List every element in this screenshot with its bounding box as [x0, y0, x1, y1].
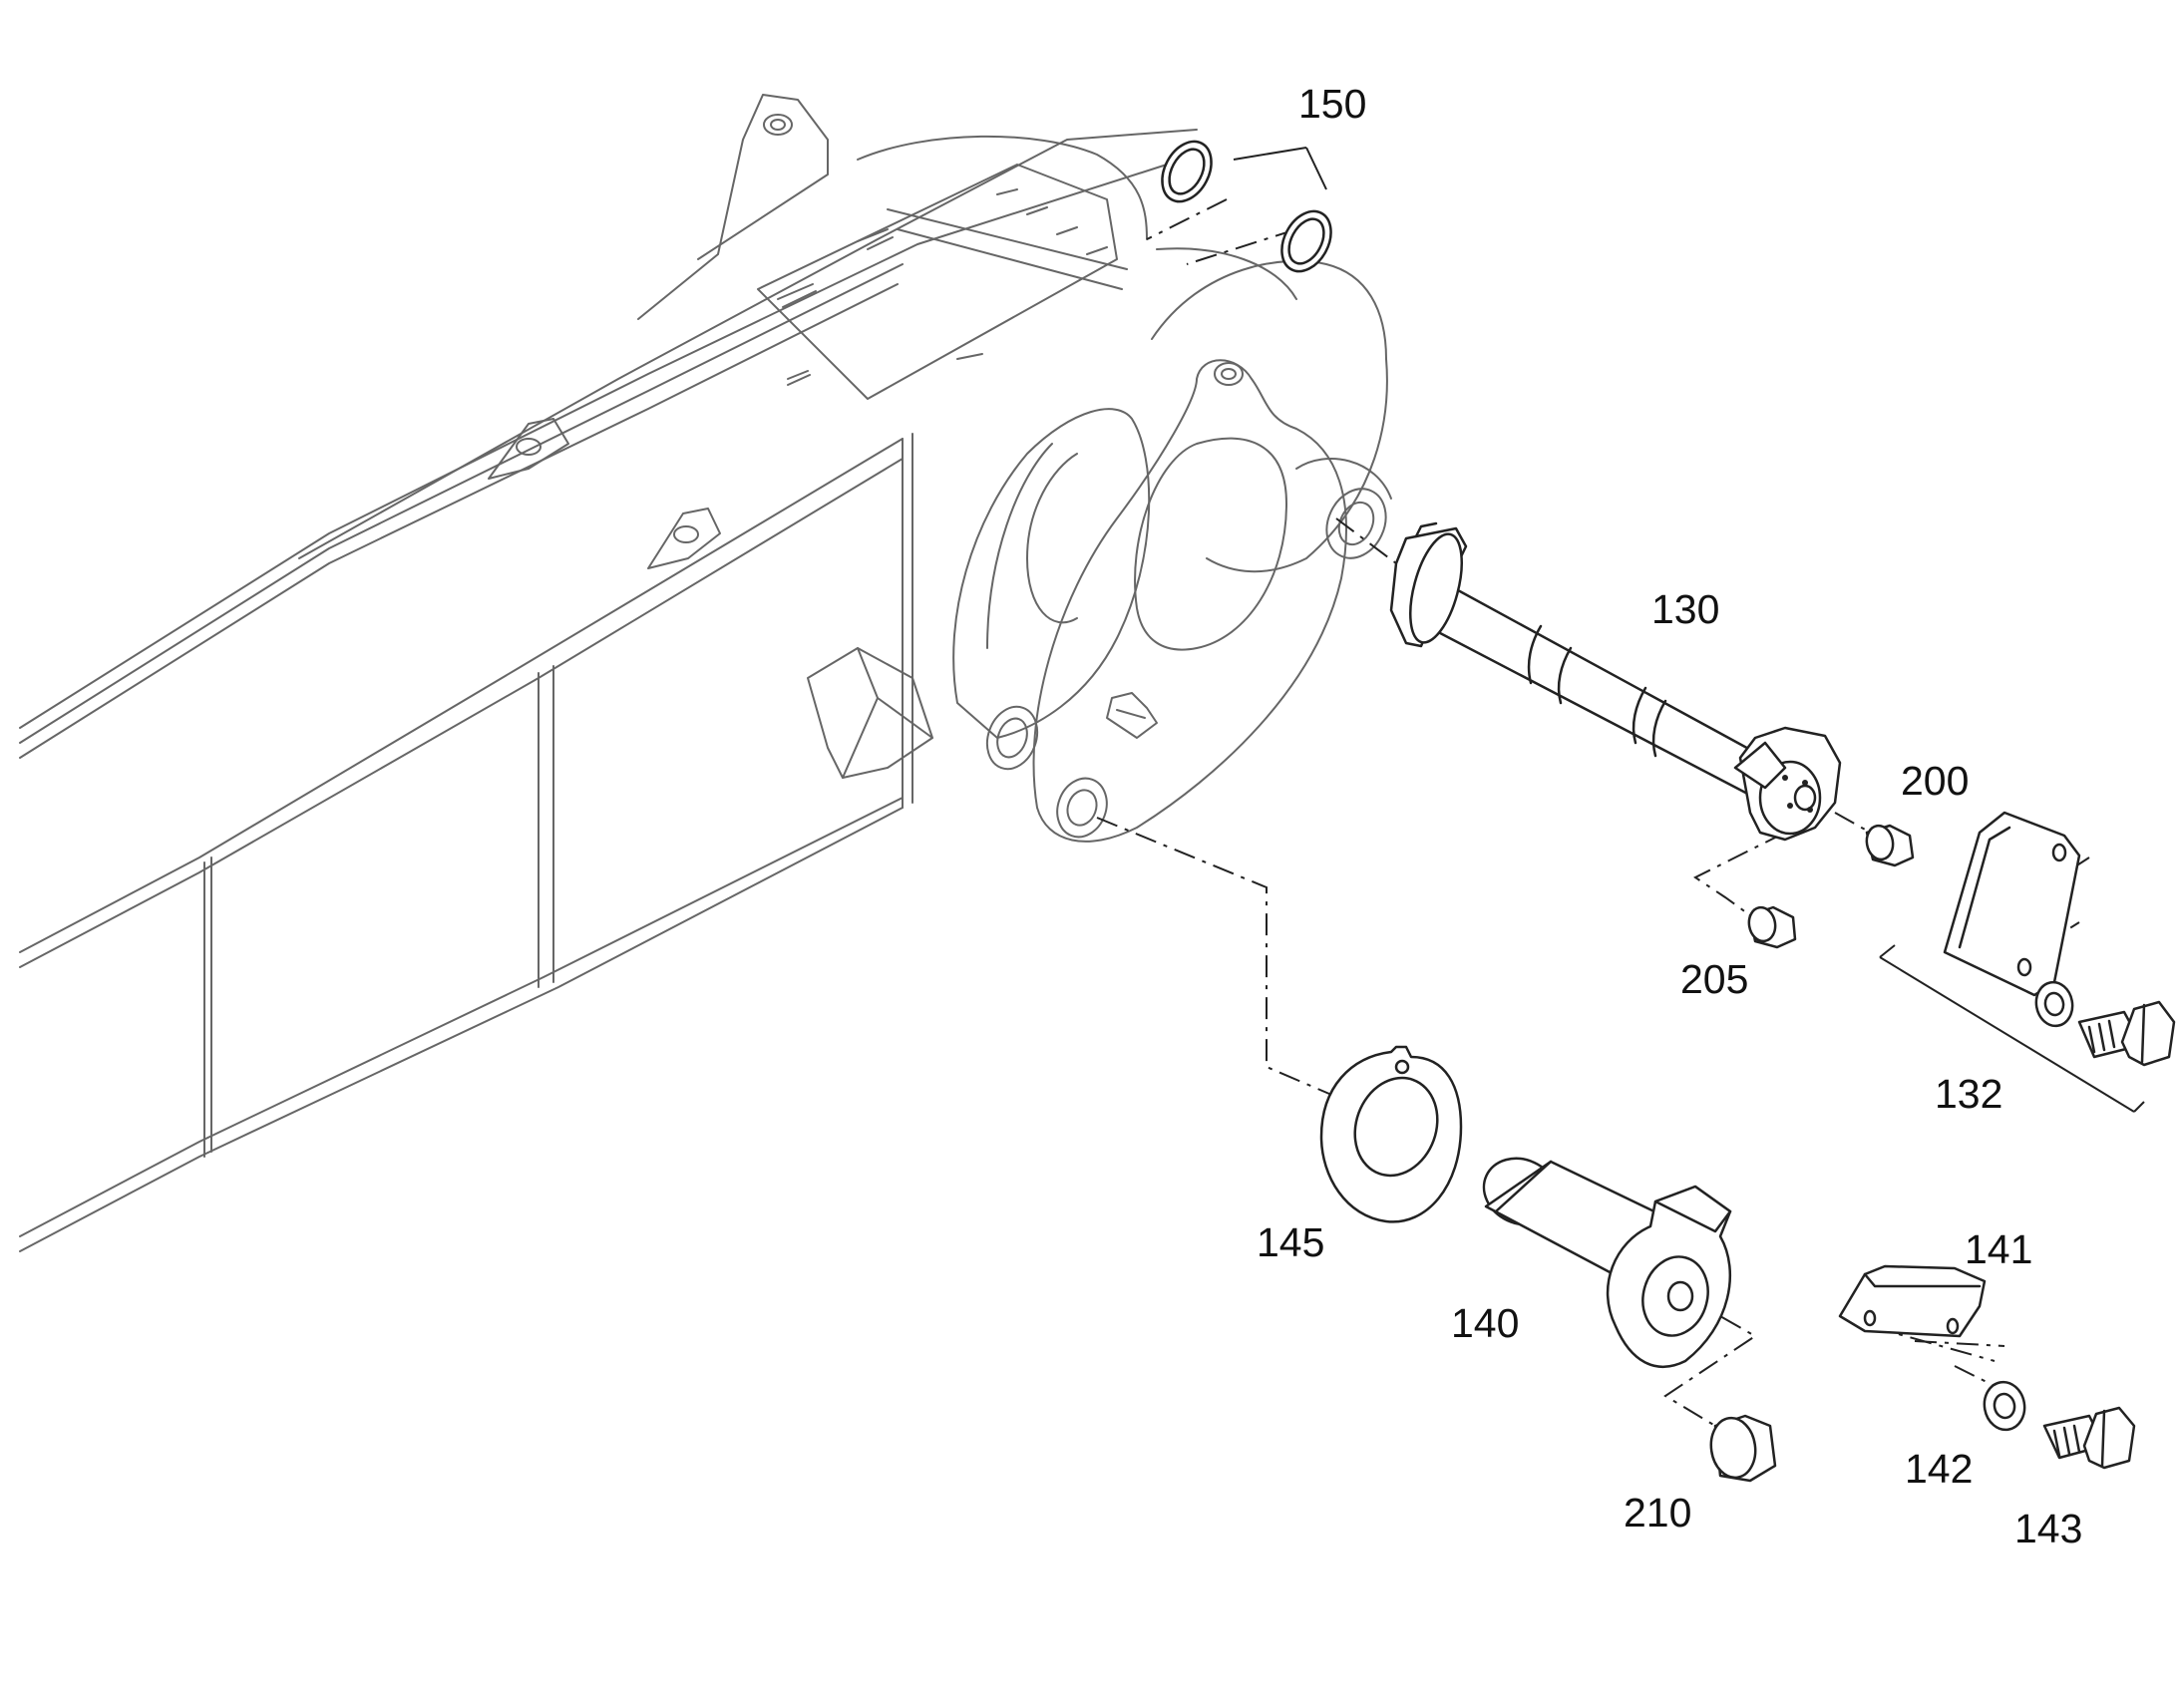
label-150: 150	[1298, 81, 1366, 127]
part-205-plug	[1747, 905, 1797, 949]
label-132: 132	[1935, 1071, 2002, 1117]
part-141-plate	[1838, 1264, 1987, 1338]
label-140: 140	[1451, 1300, 1519, 1346]
label-210: 210	[1624, 1490, 1691, 1536]
boom-arm	[19, 94, 1198, 1252]
part-210-plug	[1709, 1414, 1777, 1483]
part-200-plug	[1865, 824, 1915, 867]
part-145-washer	[1319, 1045, 1463, 1223]
part-143-bolt	[2042, 1406, 2136, 1470]
label-143: 143	[2014, 1506, 2082, 1551]
part-132-retainer	[1943, 811, 2176, 1067]
part-142-washer	[1983, 1380, 2026, 1432]
part-140-pin	[1482, 1157, 1732, 1369]
part-130-pin	[1389, 521, 1842, 842]
label-142: 142	[1905, 1446, 1973, 1492]
part-number-labels: 150 130 200 205 132 145 140 141 142 143 …	[1257, 81, 2082, 1551]
label-205: 205	[1680, 956, 1748, 1002]
label-200: 200	[1901, 758, 1969, 804]
label-141: 141	[1965, 1226, 2032, 1272]
label-130: 130	[1651, 586, 1719, 632]
boom-foot-plates	[857, 135, 1392, 843]
label-145: 145	[1257, 1219, 1324, 1265]
part-150-o-rings	[1161, 140, 1332, 273]
